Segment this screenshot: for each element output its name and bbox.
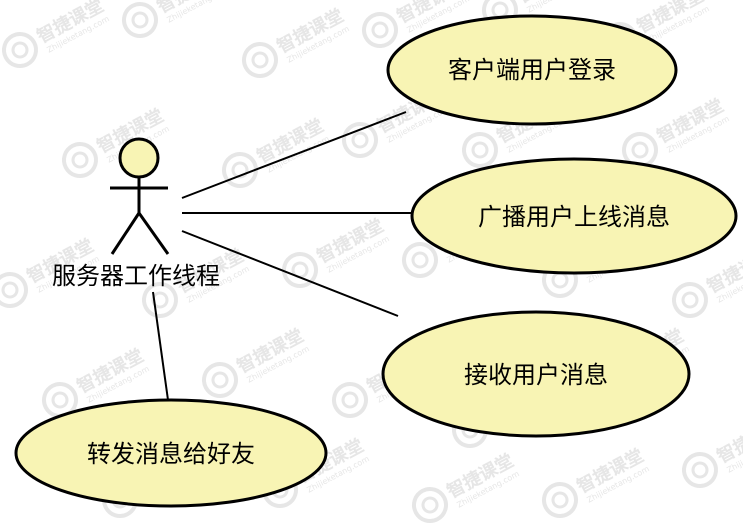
use-case-label: 广播用户上线消息	[478, 203, 670, 231]
association-line-receive-message	[181, 230, 399, 317]
use-case-label: 接收用户消息	[464, 361, 608, 389]
association-line-client-login	[181, 111, 407, 199]
use-case-receive-message[interactable]: 接收用户消息	[381, 310, 691, 438]
use-case-label: 客户端用户登录	[448, 56, 616, 84]
use-case-forward-to-friend[interactable]: 转发消息给好友	[14, 398, 328, 508]
use-case-ellipse	[410, 157, 738, 275]
use-case-client-login[interactable]: 客户端用户登录	[386, 14, 678, 126]
use-case-ellipse	[381, 310, 691, 438]
actor-label: 服务器工作线程	[52, 262, 220, 290]
stick-figure-actor-icon	[110, 137, 170, 255]
use-case-label: 转发消息给好友	[87, 440, 255, 468]
association-line-forward-to-friend	[152, 291, 169, 401]
use-case-ellipse	[386, 14, 678, 126]
svg-text:Zhijieketang.com: Zhijieketang.com	[525, 0, 591, 15]
associations	[152, 111, 414, 401]
use-case-ellipse	[14, 398, 328, 508]
actor-server-worker-thread[interactable]: 服务器工作线程	[52, 137, 220, 290]
use-case-broadcast-online[interactable]: 广播用户上线消息	[410, 157, 738, 275]
